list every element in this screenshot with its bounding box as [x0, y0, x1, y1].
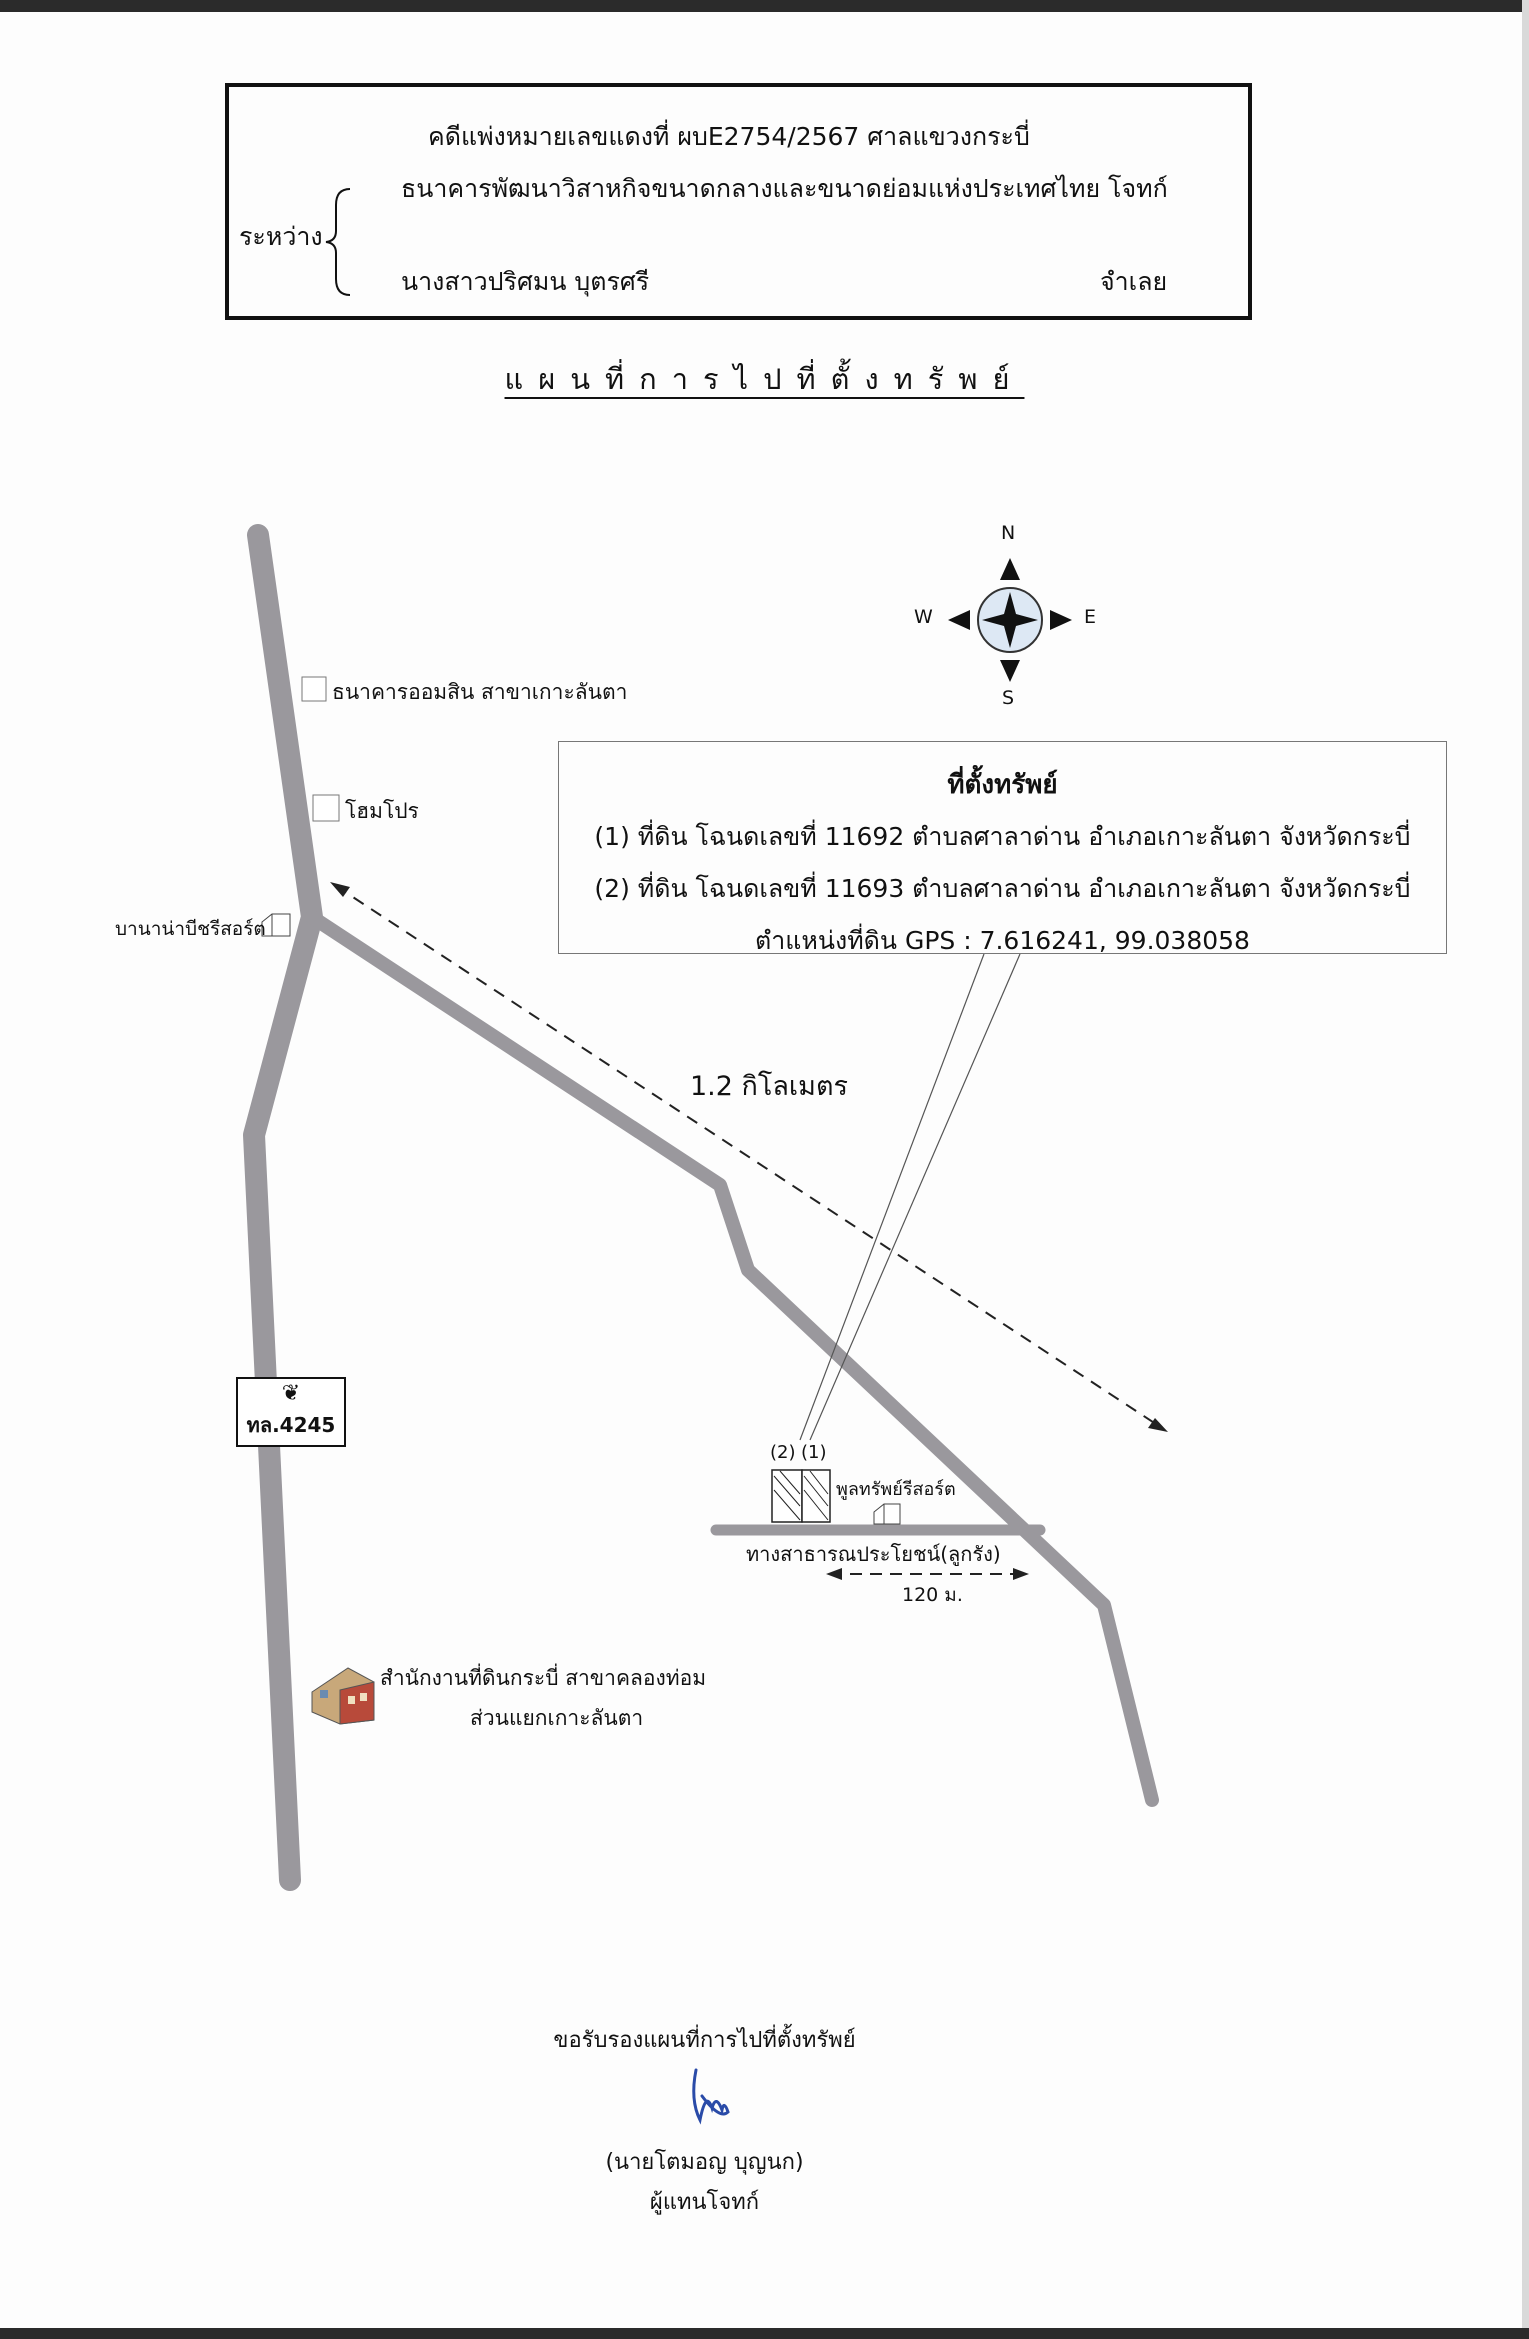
homepro-label: โฮมโปร — [345, 799, 419, 823]
route-number-label: ทล.4245 — [246, 1413, 336, 1437]
lane-label: ทางสาธารณประโยชน์(ลูกรัง) — [746, 1542, 1001, 1566]
between-label: ระหว่าง — [239, 222, 323, 251]
garuda-emblem-icon: ❦ — [281, 1381, 301, 1406]
plot-2-label: (2) — [770, 1442, 796, 1463]
distance-arrow — [335, 885, 1163, 1429]
land-office-label: สำนักงานที่ดินกระบี่ สาขาคลองท่อม — [380, 1666, 707, 1690]
property-gps: ตำแหน่งที่ดิน GPS : 7.616241, 99.038058 — [755, 926, 1250, 955]
callout-line — [809, 953, 1021, 1441]
curly-brace-icon — [325, 188, 351, 296]
map-title: แผนที่การไปที่ตั้งทรัพย์ — [504, 362, 1025, 396]
scan-bottom-edge — [0, 2328, 1529, 2339]
plot-1 — [801, 1469, 831, 1523]
distance-arrowhead-end — [1148, 1418, 1168, 1432]
building-icon — [261, 913, 291, 937]
defendant-name: นางสาวปริศมน บุตรศรี — [401, 267, 650, 296]
property-item-2: (2) ที่ดิน โฉนดเลขที่ 11693 ตำบลศาลาด่าน… — [594, 874, 1411, 903]
office-building-icon — [311, 1667, 375, 1725]
plot-1-label: (1) — [801, 1442, 827, 1463]
compass-south: S — [1002, 687, 1015, 709]
branch-road — [305, 910, 1159, 1807]
lane-arrowhead-right — [1013, 1568, 1029, 1580]
signer-role: ผู้แทนโจทก์ — [649, 2190, 760, 2215]
callout-line — [799, 953, 985, 1441]
distance-arrowhead-start — [330, 882, 350, 897]
defendant-role: จำเลย — [1100, 267, 1168, 296]
signer-name: (นายโตมอญ บุญนก) — [605, 2150, 804, 2175]
compass-north: N — [1001, 522, 1016, 544]
lane-arrowhead-left — [826, 1568, 842, 1580]
case-header-box: คดีแพ่งหมายเลขแดงที่ ผบE2754/2567 ศาลแขว… — [225, 83, 1252, 320]
building-icon — [301, 676, 327, 702]
scan-top-edge — [0, 0, 1529, 12]
plot-2 — [771, 1469, 803, 1523]
certify-text: ขอรับรองแผนที่การไปที่ตั้งทรัพย์ — [553, 2028, 856, 2053]
land-office-sublabel: ส่วนแยกเกาะลันตา — [470, 1706, 644, 1730]
resort-north-label: บานาน่าบีชรีสอร์ต — [115, 918, 266, 940]
compass-west: W — [914, 606, 933, 628]
distance-lane-label: 120 ม. — [902, 1584, 963, 1606]
compass-east: E — [1084, 606, 1097, 628]
property-info-heading: ที่ตั้งทรัพย์ — [947, 770, 1058, 800]
scan-right-edge — [1522, 0, 1529, 2339]
property-info-box: ที่ตั้งทรัพย์ (1) ที่ดิน โฉนดเลขที่ 1169… — [558, 741, 1447, 955]
building-icon — [312, 794, 340, 822]
case-number-line: คดีแพ่งหมายเลขแดงที่ ผบE2754/2567 ศาลแขว… — [428, 122, 1030, 151]
bank-label: ธนาคารออมสิน สาขาเกาะลันตา — [332, 680, 628, 704]
compass-rose-icon — [948, 558, 1072, 682]
property-item-1: (1) ที่ดิน โฉนดเลขที่ 11692 ตำบลศาลาด่าน… — [594, 822, 1411, 851]
route-number-tag: ❦ ทล.4245 — [236, 1377, 346, 1447]
resort-south-label: พูลทรัพย์รีสอร์ต — [836, 1479, 956, 1500]
distance-main-label: 1.2 กิโลเมตร — [690, 1071, 848, 1102]
plaintiff-line: ธนาคารพัฒนาวิสาหกิจขนาดกลางและขนาดย่อมแห… — [401, 174, 1168, 203]
signature-mark — [692, 2068, 730, 2125]
main-road — [243, 524, 323, 1891]
building-icon — [873, 1503, 901, 1525]
